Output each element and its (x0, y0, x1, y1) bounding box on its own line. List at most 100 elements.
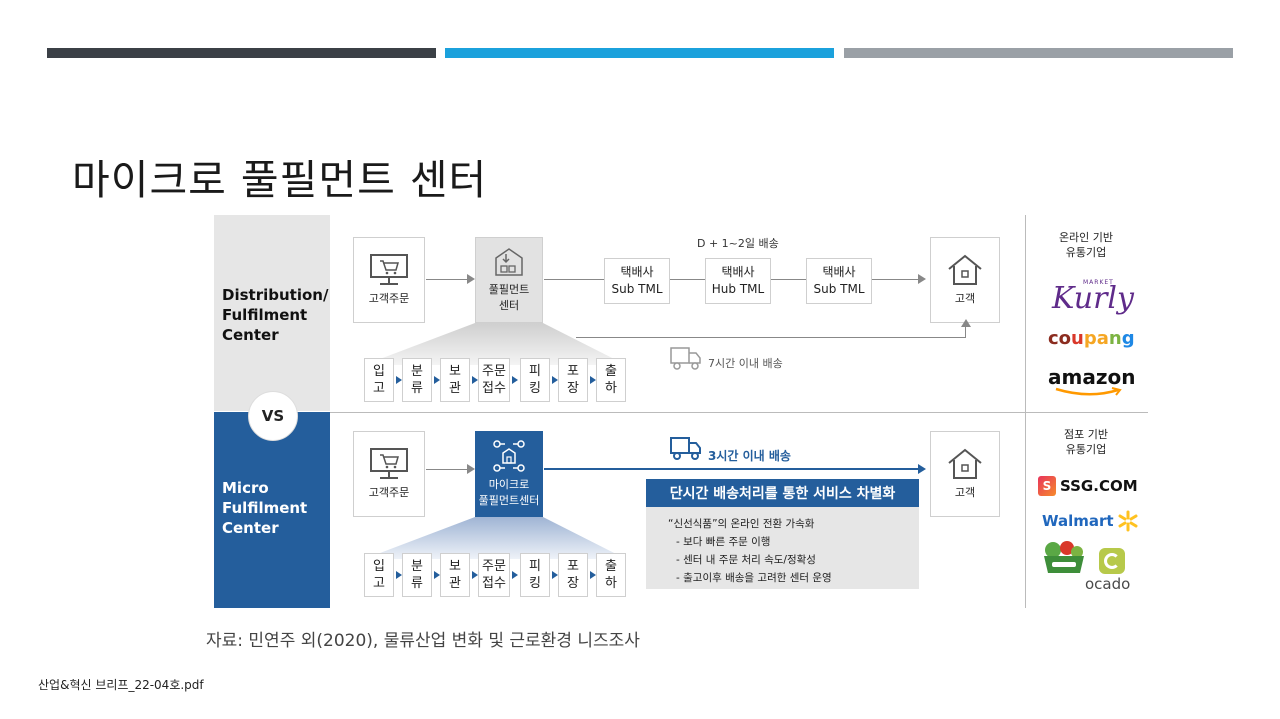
step-receiving: 입 고 (364, 553, 394, 597)
amazon-logo: amazon (1048, 365, 1136, 396)
micro-band: Micro Fulfilment Center (214, 412, 330, 608)
coupang-letter: u (1071, 328, 1084, 349)
bottom-order-box: 고객주문 (353, 431, 425, 517)
chevron-right-icon (590, 571, 596, 579)
store-retailers-heading: 점포 기반 유통기업 (1064, 428, 1108, 456)
direct-route-riser (965, 325, 966, 338)
bottom-customer-box: 고객 (930, 431, 1000, 517)
micro-fulfilment-center: 마이크로 풀필먼트센터 (475, 431, 543, 517)
grocery-basket-icon (1044, 541, 1084, 573)
arrow-line (426, 469, 470, 470)
arrow-line (872, 279, 920, 280)
ocado-mark-icon (1099, 548, 1125, 574)
horizontal-divider (330, 412, 1148, 413)
top-customer-label: 고객 (954, 292, 976, 305)
arrow-line (771, 279, 806, 280)
computer-cart-icon (370, 448, 408, 479)
coupang-letter: g (1121, 328, 1135, 349)
vs-badge: VS (248, 391, 298, 441)
truck-icon (670, 347, 701, 370)
top-center-label: 풀필먼트 센터 (488, 283, 530, 312)
walmart-wordmark: Walmart (1042, 512, 1114, 530)
comparison-figure: Distribution/ Fulfilment Center Micro Fu… (214, 215, 1149, 608)
fast-route-line (544, 468, 920, 470)
chevron-right-icon (396, 376, 402, 384)
step-picking: 피 킹 (520, 553, 550, 597)
arrow-head (918, 464, 926, 474)
arrow-line (426, 279, 470, 280)
arrow-line (544, 279, 604, 280)
footer-filename: 산업&혁신 브리프_22-04호.pdf (38, 678, 204, 692)
coupang-letter: c (1048, 328, 1059, 349)
walmart-spark-icon (1118, 510, 1138, 532)
top-order-label: 고객주문 (368, 292, 410, 305)
amazon-wordmark: amazon (1048, 365, 1136, 389)
bottom-order-label: 고객주문 (368, 486, 410, 499)
step-shipping: 출 하 (596, 553, 626, 597)
header-bar-gray (844, 48, 1233, 58)
vertical-divider (1025, 215, 1026, 608)
step-packing: 포 장 (558, 553, 588, 597)
service-lines: “신선식품”의 온라인 전환 가속화 - 보다 빠른 주문 이행 - 센터 내 … (668, 515, 832, 587)
walmart-logo: Walmart (1042, 510, 1139, 532)
chevron-right-icon (434, 376, 440, 384)
chevron-right-icon (552, 376, 558, 384)
top-order-box: 고객주문 (353, 237, 425, 323)
bottom-customer-label: 고객 (954, 486, 976, 499)
micro-label: Micro Fulfilment Center (222, 479, 308, 537)
tml-box-1: 택배사 Sub TML (604, 258, 670, 304)
step-packing: 포 장 (558, 358, 588, 402)
top-fulfilment-center: 풀필먼트 센터 (475, 237, 543, 323)
seven-hour-label: 7시간 이내 배송 (708, 357, 783, 370)
arrow-head (918, 274, 926, 284)
step-storage: 보 관 (440, 553, 470, 597)
service-line: - 보다 빠른 주문 이행 (676, 536, 771, 548)
ocado-logo: ocado (1085, 575, 1131, 593)
coupang-logo: coupang (1048, 328, 1135, 349)
service-box: 단시간 배송처리를 통한 서비스 차별화 “신선식품”의 온라인 전환 가속화 … (646, 479, 919, 589)
micro-center-label: 마이크로 풀필먼트센터 (478, 478, 540, 507)
chevron-right-icon (472, 571, 478, 579)
direct-route-line (576, 337, 966, 338)
arrow-head (467, 464, 475, 474)
amazon-smile-icon (1055, 387, 1122, 396)
three-hour-label: 3시간 이내 배송 (708, 449, 791, 463)
slide-title: 마이크로 풀필먼트 센터 (72, 156, 488, 204)
network-warehouse-icon (493, 440, 525, 472)
ssg-wordmark: SSG.COM (1060, 477, 1138, 495)
process-fan-top (364, 323, 626, 365)
arrow-head-up (961, 319, 971, 327)
kurly-market-text: MARKET (1083, 279, 1114, 286)
step-sorting: 분 류 (402, 358, 432, 402)
coupang-letter: p (1083, 328, 1097, 349)
step-shipping: 출 하 (596, 358, 626, 402)
warehouse-icon (495, 248, 523, 276)
distribution-band: Distribution/ Fulfilment Center (214, 215, 330, 411)
computer-cart-icon (370, 254, 408, 285)
tml-box-2: 택배사 Hub TML (705, 258, 771, 304)
arrow-line (670, 279, 705, 280)
service-line: - 센터 내 주문 처리 속도/정확성 (676, 554, 816, 566)
top-customer-box: 고객 (930, 237, 1000, 323)
house-icon (948, 448, 982, 479)
ssg-logo: S SSG.COM (1038, 476, 1138, 496)
chevron-right-icon (552, 571, 558, 579)
tml-box-3: 택배사 Sub TML (806, 258, 872, 304)
step-picking: 피 킹 (520, 358, 550, 402)
chevron-right-icon (434, 571, 440, 579)
online-retailers-heading: 온라인 기반 유통기업 (1058, 231, 1114, 259)
chevron-right-icon (512, 376, 518, 384)
service-title: 단시간 배송처리를 통한 서비스 차별화 (646, 479, 919, 507)
step-sorting: 분 류 (402, 553, 432, 597)
step-storage: 보 관 (440, 358, 470, 402)
distribution-label: Distribution/ Fulfilment Center (222, 286, 329, 344)
header-bar-dark (47, 48, 436, 58)
process-fan-bottom (364, 517, 626, 559)
coupang-letter: a (1096, 328, 1109, 349)
service-line: - 출고이후 배송을 고려한 센터 운영 (676, 572, 832, 584)
service-line: “신선식품”의 온라인 전환 가속화 (668, 518, 815, 530)
source-citation: 자료: 민연주 외(2020), 물류산업 변화 및 근로환경 니즈조사 (206, 631, 640, 651)
header-bar-blue (445, 48, 834, 58)
arrow-head (467, 274, 475, 284)
chevron-right-icon (396, 571, 402, 579)
